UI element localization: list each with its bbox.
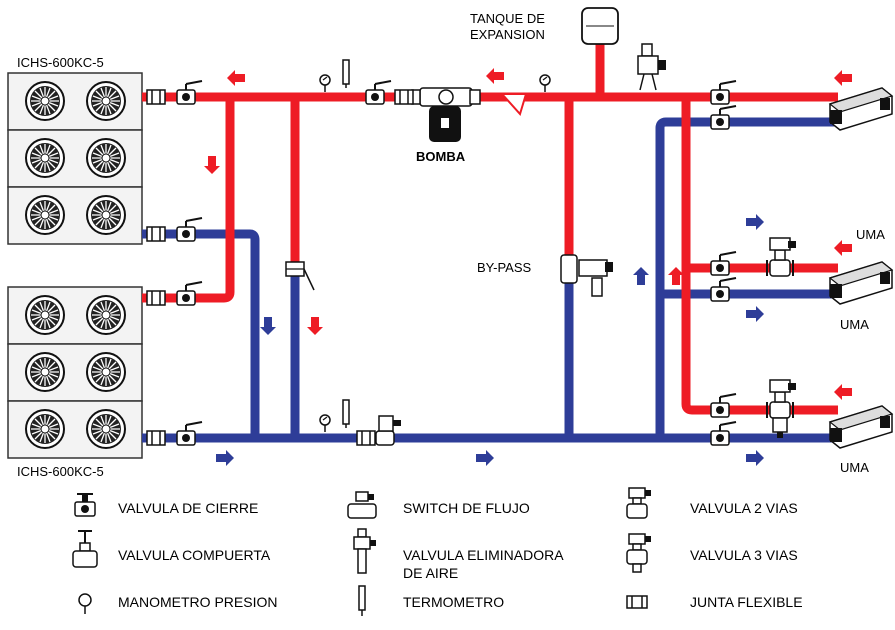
legend-three-way-valve-text: VALVULA 3 VIAS [690,547,798,563]
flexible-joint-icon [626,595,648,609]
uma-label-2: UMA [840,317,869,332]
chiller-bottom-label: ICHS-600KC-5 [17,464,104,479]
pump-icon [411,87,481,142]
supply-piping [142,42,838,415]
legend-thermometer-text: TERMOMETRO [403,594,505,610]
bypass-valve-icon [560,254,613,297]
legend-ball-valve-text: VALVULA DE CIERRE [118,500,259,516]
gate-valve-icon [72,530,98,568]
uma-branch-valves [710,237,797,446]
legend-flow-switch-text: SWITCH DE FLUJO [403,500,530,516]
pump-label: BOMBA [416,149,466,164]
ahu-unit-3 [829,405,893,449]
legend-flexible-joint-text: JUNTA FLEXIBLE [690,594,803,610]
uma-label-1: UMA [856,227,885,242]
legend-two-way-valve-text: VALVULA 2 VIAS [690,500,798,516]
gate-valve-icon [285,261,315,291]
air-eliminator-valve-icon [353,528,376,574]
return-header-instruments [319,399,401,446]
strainer-icon [499,93,528,116]
ahu-unit-1 [829,87,893,131]
chiller-unit-bottom [8,287,142,458]
legend-gate-valve-text: VALVULA COMPUERTA [118,547,271,563]
legend-air-eliminator-text: VALVULA ELIMINADORA DE AIRE [403,547,564,581]
chiller-top-label: ICHS-600KC-5 [17,55,104,70]
expansion-tank-label: TANQUE DE EXPANSION [470,11,545,42]
flow-switch-icon [347,491,377,519]
pressure-gauge-icon [78,593,92,614]
expansion-tank-icon [581,7,619,45]
thermometer-icon [358,585,366,616]
chiller-unit-top [8,73,142,244]
legend-icons [72,487,651,616]
ahu-unit-2 [829,261,893,305]
chiller-connection-valves [146,80,203,446]
legend-pressure-gauge-text: MANOMETRO PRESION [118,594,278,610]
return-piping [142,117,838,443]
two-way-valve-icon [626,487,651,519]
uma-label-3: UMA [840,460,869,475]
bypass-label: BY-PASS [477,260,532,275]
three-way-valve-icon [626,533,651,573]
ball-valve-icon [74,493,96,517]
air-eliminator-valve-icon [637,43,666,91]
